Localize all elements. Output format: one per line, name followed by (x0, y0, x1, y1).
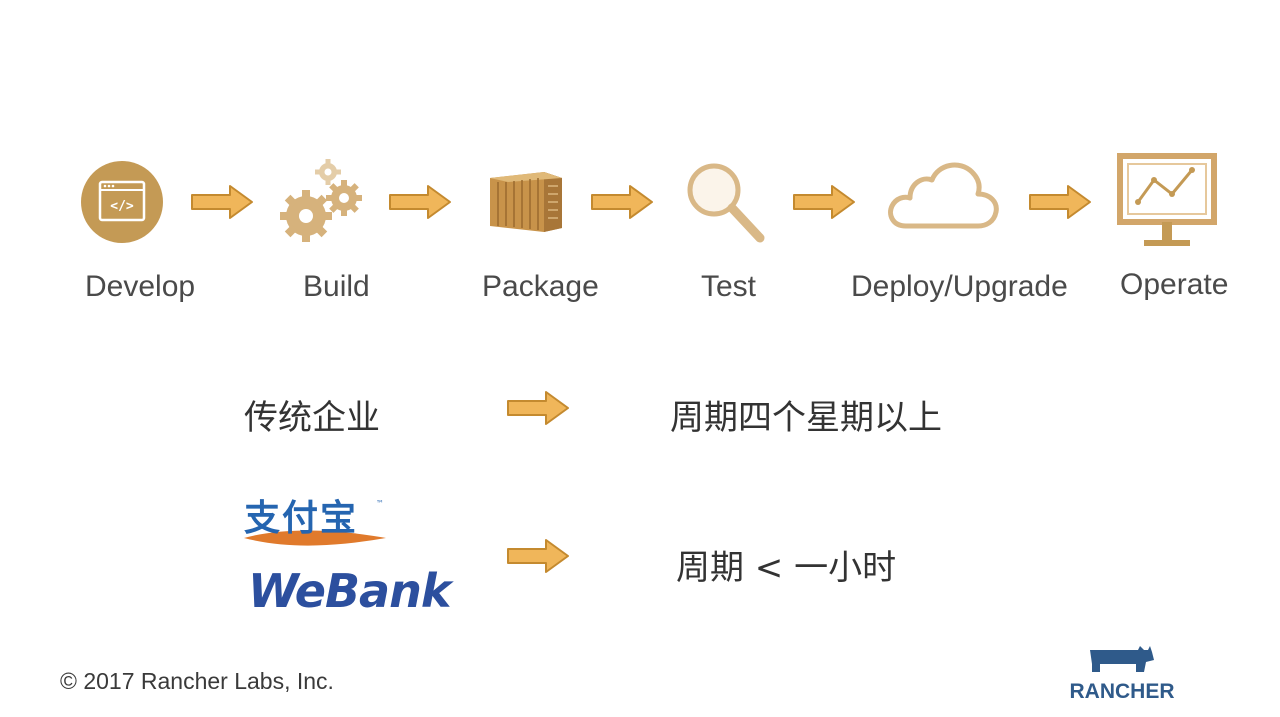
arrow-icon (793, 185, 855, 219)
copyright-text: © 2017 Rancher Labs, Inc. (60, 668, 334, 694)
webank-logo: WeBank (248, 562, 463, 614)
svg-text:</>: </> (110, 199, 134, 214)
arrow-icon (591, 185, 653, 219)
alipay-tm: ™ (376, 499, 384, 508)
stage-label-build: Build (303, 270, 370, 303)
alipay-logo: 支付宝 ™ (240, 494, 390, 550)
code-window-icon: </> (81, 161, 163, 243)
gears-icon (280, 159, 362, 242)
stage-label-package: Package (482, 270, 599, 303)
stage-label-deploy-upgrade: Deploy/Upgrade (851, 270, 1068, 303)
modern-cycle-text: 周期 < 一小时 (676, 548, 897, 588)
stage-label-develop: Develop (85, 270, 196, 303)
rancher-logo: RANCHER (1064, 644, 1180, 706)
magnifier-icon (687, 163, 765, 243)
arrow-icon (191, 185, 253, 219)
cloud-icon (888, 162, 999, 229)
arrow-icon (507, 391, 569, 425)
rancher-logo-text: RANCHER (1070, 680, 1175, 703)
stage-label-test: Test (701, 270, 757, 303)
traditional-enterprise-label: 传统企业 (244, 398, 380, 438)
alipay-logo-text: 支付宝 (244, 498, 358, 539)
webank-logo-text: WeBank (248, 564, 454, 614)
monitor-chart-icon (1117, 153, 1217, 246)
traditional-cycle-text: 周期四个星期以上 (670, 398, 942, 438)
rancher-cow-icon: RANCHER (1070, 646, 1175, 703)
arrow-icon (1029, 185, 1091, 219)
stage-label-operate: Operate (1120, 268, 1229, 301)
arrow-icon (507, 539, 569, 573)
arrow-icon (389, 185, 451, 219)
container-icon (490, 172, 562, 232)
